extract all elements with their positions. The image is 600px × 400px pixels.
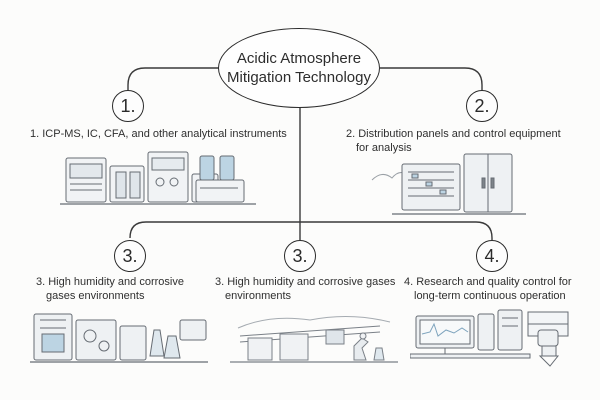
branch-2-label-line-2: for analysis (356, 142, 412, 154)
branch-3b-number: 3. (284, 240, 316, 272)
branch-3a-label: 3. High humidity and corrosive gases env… (36, 275, 184, 303)
branch-4-label-line-2: long-term continuous operation (414, 290, 566, 302)
branch-3b-label-line-1: 3. High humidity and corrosive gases (215, 276, 396, 288)
distribution-panel-cabinet-illustration (366, 150, 566, 220)
branch-1-number: 1. (112, 90, 144, 122)
industrial-plant-microscope-illustration (230, 308, 400, 368)
branch-3b-label: 3. High humidity and corrosive gases env… (215, 275, 395, 303)
connector-bottom-bar (130, 222, 492, 240)
branch-4-label-line-1: 4. Research and quality control for (404, 276, 572, 288)
branch-2-number: 2. (466, 90, 498, 122)
branch-1-label: 1. ICP-MS, IC, CFA, and other analytical… (30, 127, 287, 141)
connector-to-2 (380, 68, 482, 94)
branch-2-label-line-1: 2. Distribution panels and control equip… (346, 128, 561, 140)
branch-4-label: 4. Research and quality control for long… (404, 275, 572, 303)
branch-3a-label-line-1: 3. High humidity and corrosive (36, 276, 184, 288)
branch-4-number: 4. (476, 240, 508, 272)
branch-1-label-line-1: 1. ICP-MS, IC, CFA, and other analytical… (30, 128, 287, 140)
industrial-equipment-illustration (30, 306, 210, 368)
central-topic-line-2: Mitigation Technology (227, 69, 371, 86)
connector-to-1 (128, 68, 220, 94)
research-workstation-illustration (410, 304, 590, 370)
branch-3a-number: 3. (114, 240, 146, 272)
branch-3a-label-line-2: gases environments (46, 290, 145, 302)
branch-3b-label-line-2: environments (225, 290, 292, 302)
branch-2-label: 2. Distribution panels and control equip… (346, 127, 561, 155)
central-topic-node: Acidic Atmosphere Mitigation Technology (218, 28, 380, 108)
laboratory-instruments-illustration (60, 148, 260, 210)
central-topic-label: Acidic Atmosphere Mitigation Technology (227, 49, 371, 87)
central-topic-line-1: Acidic Atmosphere (236, 50, 362, 67)
